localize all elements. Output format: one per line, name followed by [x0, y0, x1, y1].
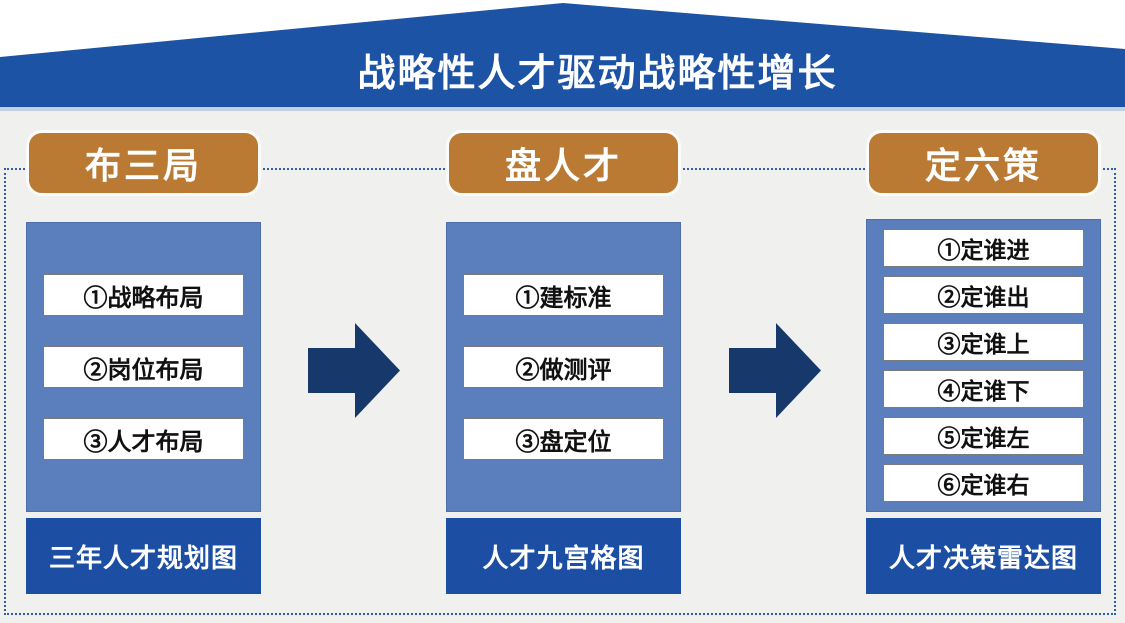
step-item: ④定谁下	[883, 370, 1084, 408]
step-item: ③人才布局	[43, 418, 244, 460]
step-item: ②做测评	[463, 346, 664, 388]
right-arrow-icon	[729, 323, 821, 418]
step-item: ③定谁上	[883, 323, 1084, 361]
column-bu-san-ju: 布三局 ①战略布局 ②岗位布局 ③人才布局 三年人才规划图	[26, 130, 261, 594]
right-arrow-icon	[308, 323, 400, 418]
step-item: ⑤定谁左	[883, 417, 1084, 455]
banner-roof-shape	[0, 3, 1125, 107]
column-footer: 三年人才规划图	[26, 518, 261, 594]
column-panel: ①建标准 ②做测评 ③盘定位	[446, 222, 681, 512]
column-header: 布三局	[26, 130, 261, 196]
step-item: ①建标准	[463, 274, 664, 316]
step-item: ②岗位布局	[43, 346, 244, 388]
column-panel: ①定谁进 ②定谁出 ③定谁上 ④定谁下 ⑤定谁左 ⑥定谁右	[866, 219, 1101, 512]
step-item: ③盘定位	[463, 418, 664, 460]
column-panel: ①战略布局 ②岗位布局 ③人才布局	[26, 222, 261, 512]
column-ding-liu-ce: 定六策 ①定谁进 ②定谁出 ③定谁上 ④定谁下 ⑤定谁左 ⑥定谁右 人才决策雷达…	[866, 130, 1101, 594]
step-item: ①战略布局	[43, 274, 244, 316]
column-footer: 人才决策雷达图	[866, 518, 1101, 594]
step-item: ⑥定谁右	[883, 464, 1084, 502]
column-header: 盘人才	[446, 130, 681, 196]
step-item: ②定谁出	[883, 276, 1084, 314]
column-header: 定六策	[866, 130, 1101, 196]
banner-title: 战略性人才驱动战略性增长	[357, 53, 838, 95]
column-footer: 人才九宫格图	[446, 518, 681, 594]
banner-shadow-strip	[0, 107, 1125, 111]
step-item: ①定谁进	[883, 229, 1084, 267]
column-pan-ren-cai: 盘人才 ①建标准 ②做测评 ③盘定位 人才九宫格图	[446, 130, 681, 594]
